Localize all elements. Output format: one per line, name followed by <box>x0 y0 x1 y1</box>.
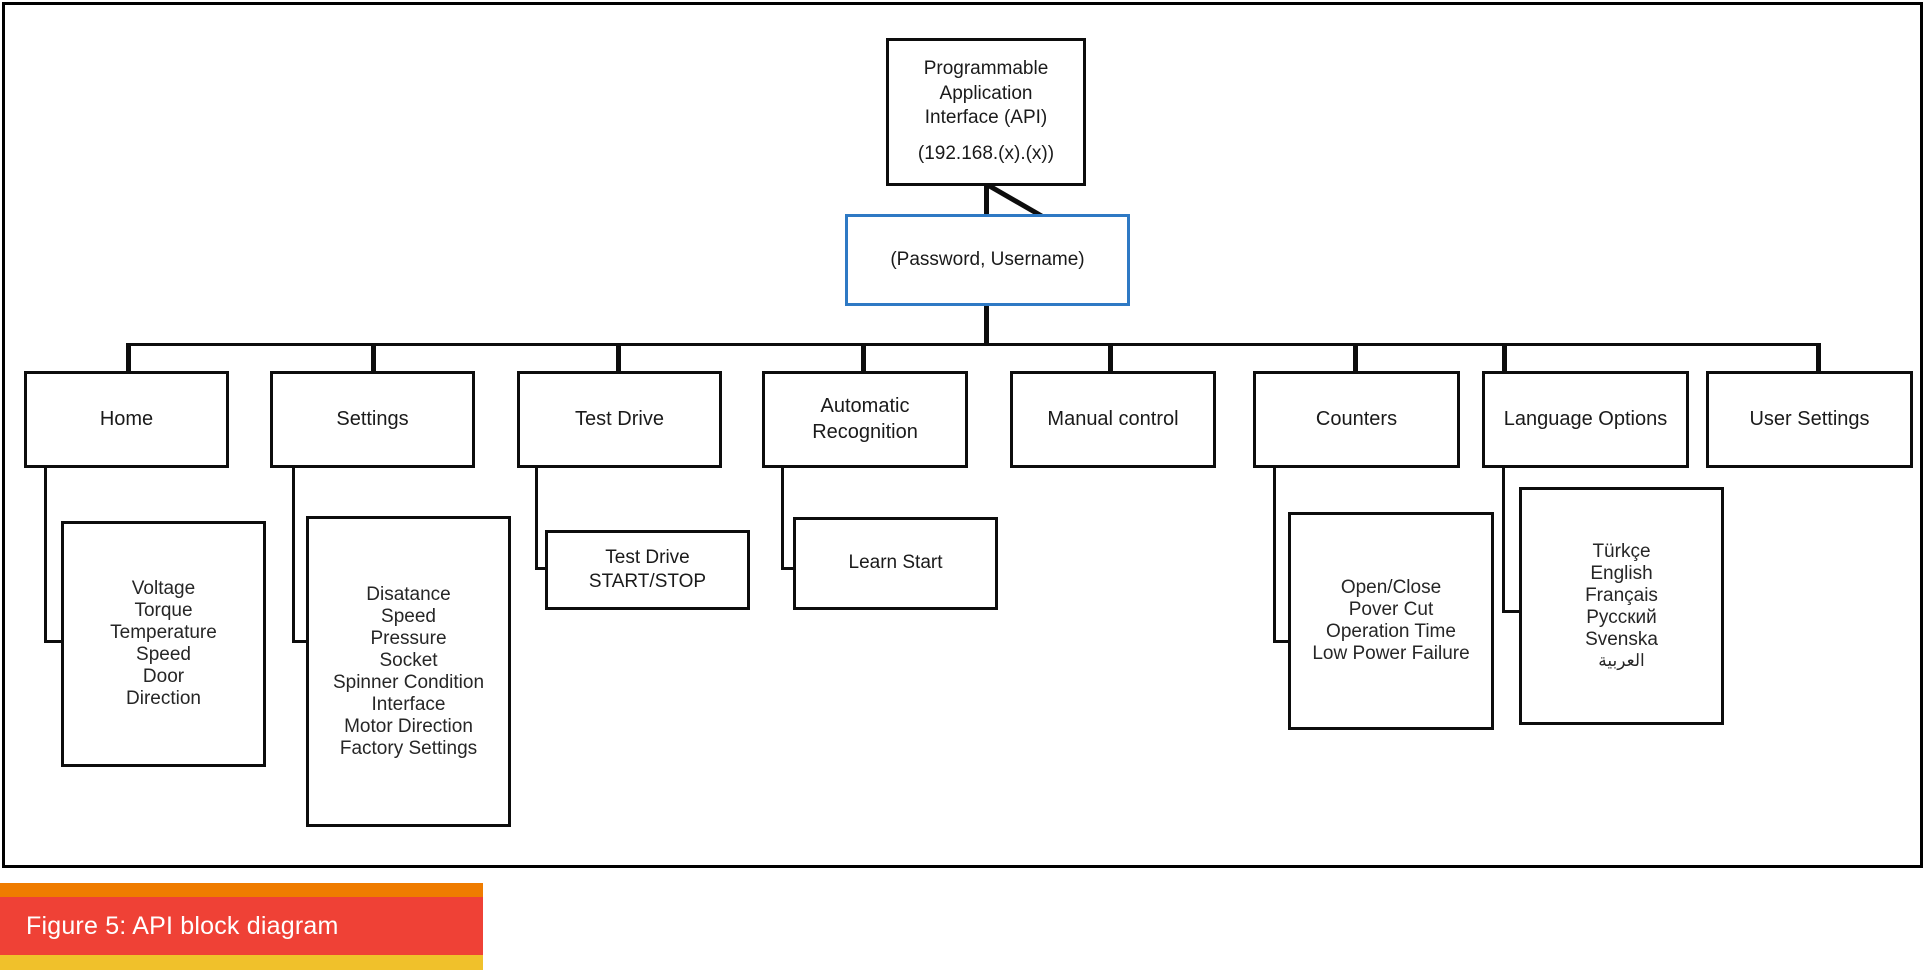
api-root-line-3: Interface (API) <box>924 107 1048 128</box>
figure-caption-bar: Figure 5: API block diagram <box>0 883 483 970</box>
menu-test-drive-label: Test Drive <box>575 407 664 430</box>
drop-stem-automatic-recognition <box>861 343 866 373</box>
language-child-russian[interactable]: Русский <box>1586 607 1657 628</box>
listbox-counters-children[interactable]: Open/Close Pover Cut Operation Time Low … <box>1288 512 1494 730</box>
connector-horizontal-bus <box>128 343 1821 357</box>
api-block-diagram: Programmable Application Interface (API)… <box>24 38 1913 827</box>
language-child-arabic[interactable]: العربية <box>1598 651 1645 670</box>
menu-user-settings-label: User Settings <box>1749 407 1870 430</box>
node-menu-home[interactable]: Home <box>24 371 229 468</box>
automatic-recognition-child-label: Learn Start <box>848 552 943 574</box>
node-menu-manual-control[interactable]: Manual control <box>1010 371 1216 468</box>
menu-settings-label: Settings <box>336 407 409 430</box>
drop-stem-language-options <box>1502 343 1507 373</box>
menu-automatic-recognition-line-2: Recognition <box>812 420 918 443</box>
test-drive-child-line-2: START/STOP <box>588 571 707 592</box>
connector-home-to-children <box>44 468 66 643</box>
menu-counters-label: Counters <box>1315 407 1398 430</box>
node-menu-automatic-recognition[interactable]: Automatic Recognition <box>762 371 968 468</box>
node-menu-counters[interactable]: Counters <box>1253 371 1460 468</box>
node-menu-test-drive[interactable]: Test Drive <box>517 371 722 468</box>
settings-child-pressure[interactable]: Pressure <box>370 627 447 649</box>
listbox-settings-children[interactable]: Disatance Speed Pressure Socket Spinner … <box>306 516 511 827</box>
menu-language-options-label: Language Options <box>1503 407 1668 430</box>
drop-stem-manual-control <box>1108 343 1113 373</box>
listbox-language-children[interactable]: Türkçe English Français Русский Svenska … <box>1519 487 1724 725</box>
settings-child-speed[interactable]: Speed <box>381 605 436 627</box>
menu-manual-control-label: Manual control <box>1047 407 1179 430</box>
drop-stem-settings <box>371 343 376 373</box>
connector-auth-to-bus-stem <box>984 306 989 345</box>
node-menu-user-settings[interactable]: User Settings <box>1706 371 1913 468</box>
menu-automatic-recognition-line-1: Automatic <box>820 394 910 417</box>
home-child-door[interactable]: Door <box>142 666 185 687</box>
drop-stem-counters <box>1353 343 1358 373</box>
settings-child-spinner-condition[interactable]: Spinner Condition <box>332 671 485 693</box>
drop-stem-home <box>126 343 131 373</box>
counters-child-operation-time[interactable]: Operation Time <box>1326 621 1456 642</box>
auth-label: (Password, Username) <box>890 248 1085 270</box>
connector-language-options-to-children <box>1502 468 1524 613</box>
listbox-home-children[interactable]: Voltage Torque Temperature Speed Door Di… <box>61 521 266 767</box>
api-root-address: (192.168.(x).(x)) <box>917 143 1055 165</box>
home-child-temperature[interactable]: Temperature <box>110 622 217 643</box>
node-learn-start[interactable]: Learn Start <box>793 517 998 610</box>
test-drive-child-line-1: Test Drive <box>605 546 690 568</box>
home-child-voltage[interactable]: Voltage <box>131 578 196 599</box>
caption-main-bar: Figure 5: API block diagram <box>0 897 483 955</box>
language-child-svenska[interactable]: Svenska <box>1585 629 1658 650</box>
caption-top-stripe <box>0 883 483 897</box>
node-menu-language-options[interactable]: Language Options <box>1482 371 1689 468</box>
counters-child-power-cut[interactable]: Pover Cut <box>1348 599 1434 620</box>
language-child-turkce[interactable]: Türkçe <box>1592 541 1651 562</box>
settings-child-socket[interactable]: Socket <box>379 649 438 671</box>
node-test-drive-start-stop[interactable]: Test Drive START/STOP <box>545 530 750 610</box>
home-child-speed[interactable]: Speed <box>136 644 191 665</box>
drop-stem-test-drive <box>616 343 621 373</box>
connector-automatic-recognition-to-children <box>781 468 803 570</box>
node-menu-settings[interactable]: Settings <box>270 371 475 468</box>
counters-child-low-power-failure[interactable]: Low Power Failure <box>1312 643 1470 664</box>
settings-child-distance[interactable]: Disatance <box>366 583 451 605</box>
home-child-torque[interactable]: Torque <box>134 600 193 621</box>
api-root-line-1: Programmable <box>923 58 1049 80</box>
home-child-direction[interactable]: Direction <box>126 688 201 709</box>
connector-root-to-auth-stem <box>984 186 989 218</box>
figure-caption-text: Figure 5: API block diagram <box>26 911 339 940</box>
drop-stem-user-settings <box>1816 343 1821 373</box>
caption-bottom-stripe <box>0 955 483 970</box>
language-child-english[interactable]: English <box>1590 563 1653 584</box>
settings-child-interface[interactable]: Interface <box>371 693 446 715</box>
api-root-line-2: Application <box>939 82 1033 104</box>
settings-child-motor-direction[interactable]: Motor Direction <box>344 715 473 737</box>
node-auth-credentials[interactable]: (Password, Username) <box>845 214 1130 306</box>
counters-child-open-close[interactable]: Open/Close <box>1340 577 1442 598</box>
connector-counters-to-children <box>1273 468 1295 643</box>
language-child-francais[interactable]: Français <box>1585 585 1658 606</box>
menu-home-label: Home <box>99 407 154 430</box>
connector-settings-to-children <box>292 468 314 643</box>
settings-child-factory-settings[interactable]: Factory Settings <box>339 737 478 759</box>
node-api-root[interactable]: Programmable Application Interface (API)… <box>886 38 1086 186</box>
